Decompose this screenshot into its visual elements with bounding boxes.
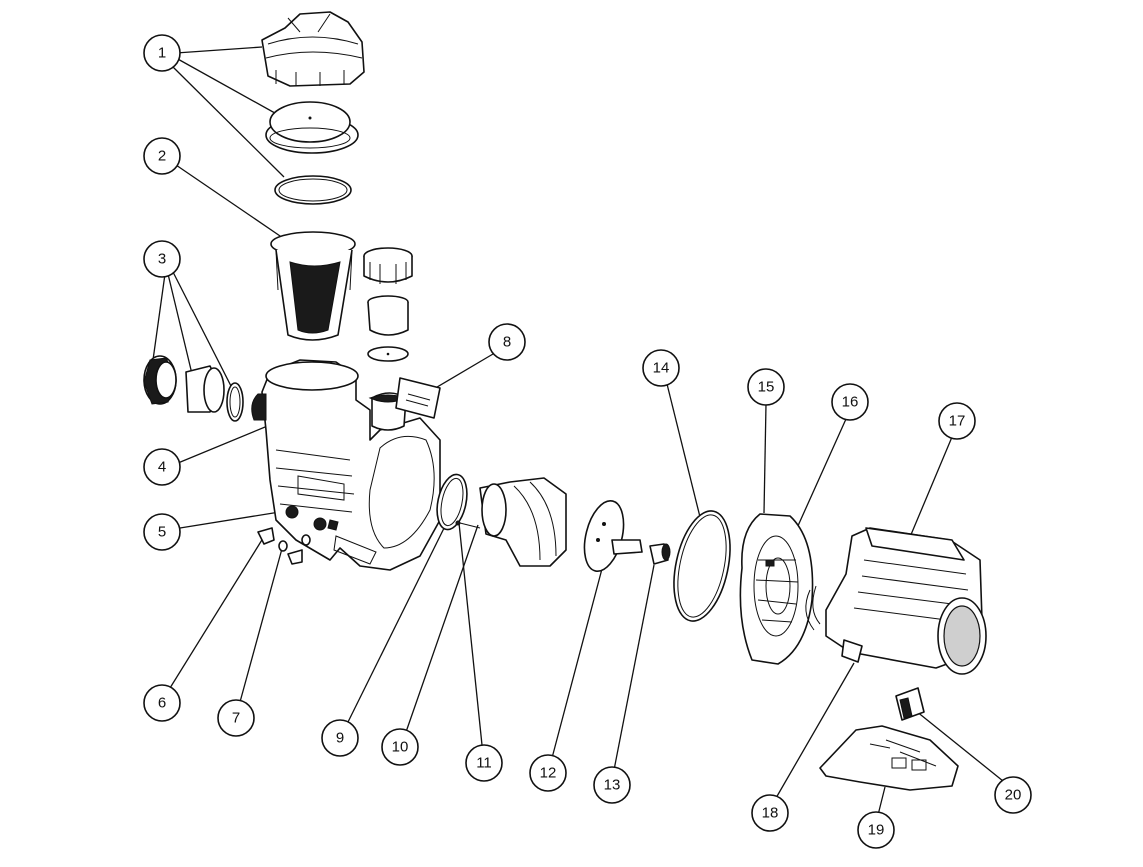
callout-circle bbox=[143, 448, 181, 486]
callout-number: 17 bbox=[949, 413, 966, 430]
callout-number: 3 bbox=[158, 251, 166, 268]
callout-circle bbox=[321, 719, 359, 757]
part-seal-plate-o-ring bbox=[673, 510, 731, 622]
callout-13: 13 bbox=[593, 766, 631, 804]
part-drain-o-rings bbox=[278, 534, 311, 552]
callout-number: 15 bbox=[758, 379, 775, 396]
callout-number: 16 bbox=[842, 394, 859, 411]
callout-14: 14 bbox=[642, 349, 680, 387]
callout-number: 6 bbox=[158, 695, 166, 712]
part-drain-plug bbox=[285, 505, 327, 531]
callout-number: 7 bbox=[232, 710, 240, 727]
callout-12: 12 bbox=[529, 754, 567, 792]
part-pump-body bbox=[251, 359, 441, 571]
part-lid bbox=[265, 101, 359, 154]
part-impeller bbox=[583, 499, 643, 573]
part-lid-locking-ring bbox=[261, 11, 365, 87]
callout-number: 8 bbox=[503, 334, 511, 351]
callout-number: 4 bbox=[158, 459, 166, 476]
callout-number: 12 bbox=[540, 765, 557, 782]
leader-lines bbox=[152, 46, 1004, 816]
callout-number: 9 bbox=[336, 730, 344, 747]
callout-circle bbox=[143, 137, 181, 175]
part-union-tail-suction bbox=[185, 365, 225, 413]
part-diffuser-screws bbox=[455, 520, 481, 529]
callout-circle bbox=[642, 349, 680, 387]
part-seal-plate bbox=[739, 513, 814, 665]
callout-number: 2 bbox=[158, 148, 166, 165]
callout-circle bbox=[529, 754, 567, 792]
part-lid-o-ring bbox=[274, 175, 352, 205]
callout-number: 20 bbox=[1005, 787, 1022, 804]
part-union-nut-discharge bbox=[363, 247, 413, 284]
callout-8: 8 bbox=[488, 323, 526, 361]
callout-circle bbox=[994, 776, 1032, 814]
callout-circle bbox=[857, 811, 895, 849]
callout-circle bbox=[143, 513, 181, 551]
callout-number: 14 bbox=[653, 360, 670, 377]
callout-number: 13 bbox=[604, 777, 621, 794]
callout-6: 6 bbox=[143, 684, 181, 722]
callout-circle bbox=[465, 744, 503, 782]
callout-number: 1 bbox=[158, 45, 166, 62]
callout-19: 19 bbox=[857, 811, 895, 849]
callout-18: 18 bbox=[751, 794, 789, 832]
callout-circle bbox=[938, 402, 976, 440]
callout-5: 5 bbox=[143, 513, 181, 551]
callout-10: 10 bbox=[381, 728, 419, 766]
callout-1: 1 bbox=[143, 34, 181, 72]
part-union-o-ring-discharge bbox=[367, 346, 409, 362]
callout-circle bbox=[143, 684, 181, 722]
part-motor-base bbox=[819, 725, 959, 791]
part-mechanical-seal bbox=[649, 543, 671, 565]
callout-circle bbox=[751, 794, 789, 832]
callout-circle bbox=[831, 383, 869, 421]
callout-circle bbox=[488, 323, 526, 361]
callout-number: 18 bbox=[762, 805, 779, 822]
callout-circle bbox=[593, 766, 631, 804]
part-clip bbox=[895, 687, 925, 721]
callout-circle bbox=[381, 728, 419, 766]
callout-4: 4 bbox=[143, 448, 181, 486]
callout-3: 3 bbox=[143, 240, 181, 278]
callout-15: 15 bbox=[747, 368, 785, 406]
part-drain-caps bbox=[257, 527, 303, 565]
callout-number: 5 bbox=[158, 524, 166, 541]
callout-circle bbox=[143, 34, 181, 72]
callout-20: 20 bbox=[994, 776, 1032, 814]
part-union-nut-suction bbox=[143, 355, 177, 405]
callout-16: 16 bbox=[831, 383, 869, 421]
part-body-o-ring bbox=[436, 473, 468, 531]
part-strainer-basket bbox=[270, 231, 356, 341]
part-union-tail-discharge bbox=[367, 295, 409, 336]
callout-11: 11 bbox=[465, 744, 503, 782]
callout-number: 11 bbox=[476, 755, 492, 772]
callout-number: 19 bbox=[868, 822, 885, 839]
callout-number: 10 bbox=[392, 739, 409, 756]
part-warning-label bbox=[395, 377, 441, 419]
callout-7: 7 bbox=[217, 699, 255, 737]
callout-circle bbox=[143, 240, 181, 278]
callout-17: 17 bbox=[938, 402, 976, 440]
part-motor bbox=[805, 527, 987, 675]
part-diffuser bbox=[479, 477, 567, 567]
callout-2: 2 bbox=[143, 137, 181, 175]
callout-circle bbox=[217, 699, 255, 737]
callout-circle bbox=[747, 368, 785, 406]
part-union-o-ring-suction bbox=[226, 382, 244, 422]
callout-9: 9 bbox=[321, 719, 359, 757]
